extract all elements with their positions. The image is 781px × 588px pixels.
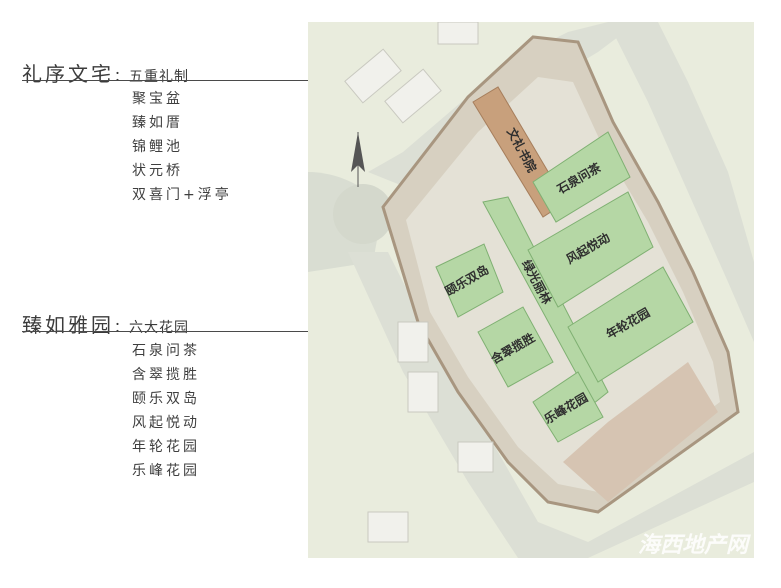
- legend-item: 聚宝盆: [132, 91, 183, 107]
- legend-item: 臻如厝: [132, 115, 183, 131]
- building: [384, 68, 442, 124]
- road: [608, 22, 754, 342]
- green-path: [482, 196, 609, 405]
- legend-item: 含翠揽胜: [132, 367, 200, 383]
- site-plan-map: 文礼书院 石泉问茶 风起悦动 绿光丽林 颐乐双岛 年轮花园 含翠揽胜 乐峰花园 …: [308, 22, 754, 558]
- building: [457, 441, 494, 473]
- roundabout: [333, 184, 393, 244]
- legend-item: 颐乐双岛: [132, 391, 200, 407]
- legend-rule-2: [22, 331, 327, 332]
- site-plan-svg: 文礼书院 石泉问茶 风起悦动 绿光丽林 颐乐双岛 年轮花园 含翠揽胜 乐峰花园 …: [308, 22, 754, 558]
- garden-yile: [435, 243, 504, 318]
- legend-subtitle-1: ：五重礼制: [114, 69, 189, 85]
- legend-item: 风起悦动: [132, 415, 200, 431]
- garden-shiquan: [532, 131, 631, 223]
- legend-heading-1: 礼序文宅：五重礼制: [22, 58, 189, 87]
- garden-nianlun: [567, 266, 694, 383]
- legend-item: 锦鲤池: [132, 139, 183, 155]
- plaza: [563, 362, 718, 502]
- watermark: 海西地产网: [638, 533, 751, 558]
- building: [407, 371, 439, 413]
- legend-rule-1: [22, 80, 327, 81]
- building: [367, 511, 409, 543]
- legend-item: 双喜门+浮亭: [132, 187, 232, 203]
- legend-item: 年轮花园: [132, 439, 200, 455]
- compass-icon: [351, 132, 365, 187]
- legend-heading-2: 臻如雅园：六大花园: [22, 309, 189, 338]
- legend-title-2: 臻如雅园: [22, 313, 114, 337]
- building: [344, 48, 402, 104]
- legend-subtitle-2: ：六大花园: [114, 320, 189, 336]
- legend-title-1: 礼序文宅: [22, 62, 114, 86]
- building: [397, 321, 429, 363]
- building: [437, 22, 479, 45]
- garden-lefeng: [532, 371, 604, 443]
- garden-fengqi: [527, 191, 654, 308]
- legend-panel: 礼序文宅：五重礼制 聚宝盆 臻如厝 锦鲤池 状元桥 双喜门+浮亭 臻如雅园：六大…: [0, 0, 366, 588]
- garden-hancui: [477, 306, 554, 388]
- legend-item: 状元桥: [132, 163, 183, 179]
- legend-item: 石泉问茶: [132, 343, 200, 359]
- legend-item: 乐峰花园: [132, 463, 200, 479]
